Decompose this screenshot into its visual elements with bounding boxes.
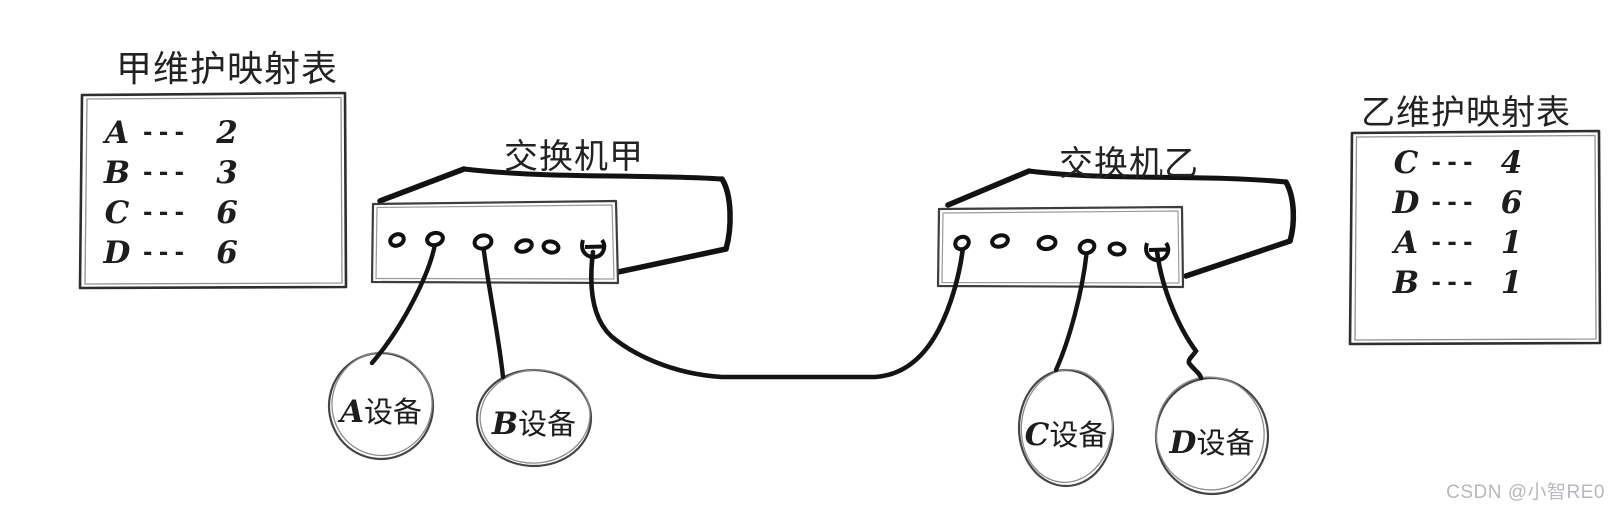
switch-yi-port-2 <box>990 233 1010 249</box>
device-c-label: C设备 <box>996 412 1136 454</box>
device-a-letter: A <box>339 394 365 430</box>
table-row: A --- 1 <box>1385 223 1544 263</box>
device-letter: C <box>104 195 130 231</box>
device-letter: A <box>104 115 130 151</box>
port-number: 6 <box>216 195 238 231</box>
switch-yi-top-left-edge <box>945 168 1032 208</box>
switch-jia-right-edge <box>719 176 733 252</box>
device-a-suffix: 设备 <box>364 397 423 429</box>
cable-jia-port2-to-device-a <box>369 241 438 366</box>
device-d-letter: D <box>1169 425 1197 461</box>
mapping-table-yi-box <box>1348 129 1602 346</box>
table-row: C --- 4 <box>1385 143 1544 183</box>
device-letter: B <box>103 155 131 191</box>
device-letter: B <box>1392 265 1420 301</box>
switch-yi-right-edge <box>1283 179 1297 244</box>
device-b-letter: B <box>491 406 519 442</box>
table-row: D --- 6 <box>1385 183 1544 223</box>
table-jia-outer-border <box>78 91 348 290</box>
device-c-suffix: 设备 <box>1049 420 1108 452</box>
cables <box>369 241 1204 381</box>
switch-jia-bottom-right-edge <box>615 246 729 275</box>
port-number: 4 <box>1500 145 1523 181</box>
switch-jia-ports <box>388 230 607 260</box>
mapping-dash: --- <box>1429 190 1477 216</box>
port-number: 1 <box>1500 265 1523 301</box>
device-b-circle <box>475 368 593 468</box>
switch-jia-body <box>370 166 733 285</box>
switch-jia-port-2 <box>425 230 445 248</box>
switch-jia-port-6 <box>580 238 607 260</box>
mapping-dash: --- <box>1429 150 1477 176</box>
switch-jia-front-face-sketch <box>375 204 615 280</box>
device-d-suffix: 设备 <box>1196 428 1255 460</box>
port-number: 3 <box>216 155 238 191</box>
switch-jia-port-4 <box>514 238 534 254</box>
switch-yi-body <box>936 168 1297 289</box>
table-row: D --- 6 <box>97 233 262 273</box>
device-c-letter: C <box>1024 417 1050 453</box>
switch-jia-top-left-edge <box>377 166 467 204</box>
switch-yi-port-4 <box>1077 238 1097 256</box>
device-letter: C <box>1393 145 1419 181</box>
table-yi-title: 乙维护映射表 <box>1361 94 1571 132</box>
switch-jia-port-3 <box>472 233 494 251</box>
device-letter: A <box>1393 225 1419 261</box>
table-yi-outer-border <box>1348 129 1602 346</box>
switch-jia-top-edge <box>461 166 725 182</box>
csdn-watermark: CSDN @小智RE0 <box>1446 482 1605 503</box>
cable-yi-port4-to-device-c <box>1053 246 1090 373</box>
device-b-suffix: 设备 <box>518 409 577 441</box>
mapping-dash: --- <box>1429 230 1477 256</box>
device-a-label: A设备 <box>311 389 451 431</box>
device-b-label: B设备 <box>464 401 604 443</box>
device-d-label: D设备 <box>1142 420 1282 462</box>
switch-yi-port-6 <box>1144 241 1171 263</box>
device-d-circle <box>1154 376 1270 496</box>
device-letter: D <box>103 235 131 271</box>
switch-jia-port-5 <box>541 239 561 255</box>
mapping-dash: --- <box>140 120 189 146</box>
device-c-circle <box>1017 368 1115 488</box>
switch-jia-label: 交换机甲 <box>504 138 644 176</box>
switch-jia-front-face <box>370 199 620 285</box>
switch-jia-port-1 <box>388 232 406 248</box>
mapping-dash: --- <box>140 240 189 266</box>
table-jia-inner-border <box>84 96 343 285</box>
table-yi-inner-border <box>1354 134 1597 341</box>
mapping-dash: --- <box>140 200 189 226</box>
switch-yi-front-face <box>936 205 1185 289</box>
switch-yi-port-3 <box>1036 234 1058 252</box>
switch-yi-port-5 <box>1107 241 1127 257</box>
mapping-dash: --- <box>140 160 189 186</box>
table-row: B --- 1 <box>1385 263 1544 303</box>
switch-yi-port-1 <box>953 234 971 252</box>
mapping-table-jia-box <box>78 91 348 290</box>
switch-yi-label: 交换机乙 <box>1059 145 1199 183</box>
table-row: A --- 2 <box>97 113 262 153</box>
mapping-dash: --- <box>1429 270 1477 296</box>
device-letter: D <box>1392 185 1420 221</box>
port-number: 1 <box>1500 225 1523 261</box>
port-number: 2 <box>216 115 238 151</box>
cable-yi-port6-to-device-d <box>1154 248 1204 381</box>
table-row: C --- 6 <box>97 193 262 233</box>
port-number: 6 <box>1500 185 1523 221</box>
table-jia-title: 甲维护映射表 <box>115 48 338 89</box>
switch-yi-bottom-right-edge <box>1183 238 1293 279</box>
switch-yi-ports <box>953 233 1171 263</box>
table-row: B --- 3 <box>97 153 262 193</box>
switch-yi-top-edge <box>1026 168 1289 185</box>
port-number: 6 <box>216 235 238 271</box>
switch-yi-front-face-sketch <box>941 210 1180 284</box>
cable-jia-port6-to-yi-port1 <box>589 244 966 380</box>
cable-jia-port3-to-device-b <box>480 241 506 380</box>
